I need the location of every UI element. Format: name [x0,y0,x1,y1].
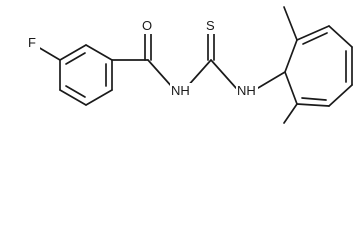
structure-diagram: F O NH S NH [27,6,353,124]
ring-bond [284,39,298,73]
ring-double-bond [65,85,86,98]
atom-f: F [27,35,40,51]
sulfur-label: S [206,18,215,33]
dimethylphenyl-ring [284,25,353,107]
atom-s: S [205,17,218,34]
ring-bond [328,84,353,107]
fluorophenyl-ring [59,44,113,106]
ring-bond [328,25,353,48]
methyl-bond-bottom [283,103,298,124]
ring-bond [296,103,330,107]
oxygen-label: O [142,18,152,33]
ring-double-bond [65,52,86,65]
ring-bond [284,71,298,105]
fluorine-label: F [28,35,36,50]
n-aryl-bond [257,71,286,89]
atom-nh-thiourea: NH [236,83,258,100]
methyl-bond-top [283,6,298,41]
c-f-bond [37,46,61,61]
ring-bond [59,44,87,61]
ring-bond [85,44,113,61]
ring-double-bond [301,97,327,101]
thiourea-nh-label: NH [237,83,256,98]
amide-nh-label: NH [171,83,190,98]
amide-c-n-bond [147,59,174,89]
cs-n-bond [210,59,237,89]
molecule-canvas: F O NH S NH [27,6,353,124]
ring-bond [296,25,330,41]
ring-bond [85,89,113,106]
ring-bond [59,89,87,106]
ring-double-bond [302,32,328,45]
atom-nh-amide: NH [170,83,192,100]
atom-o: O [140,17,155,34]
